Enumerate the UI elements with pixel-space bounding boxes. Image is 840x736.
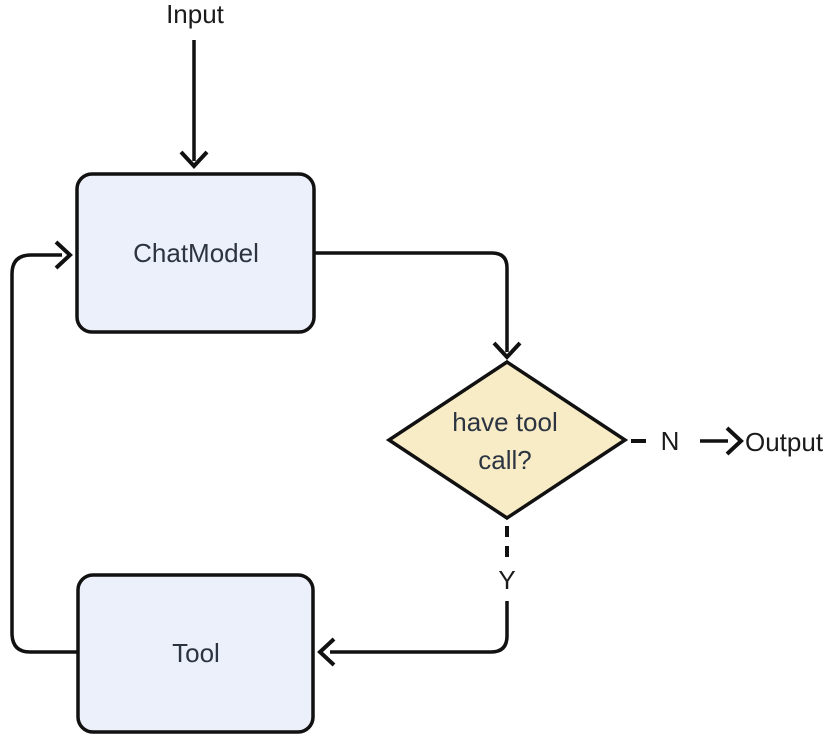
input-arrowhead-icon [179, 150, 209, 169]
output-arrowhead-icon [725, 426, 744, 456]
chatmodel-to-decision-edge [314, 251, 509, 352]
output-label: Output [745, 427, 824, 457]
chatmodel-label: ChatModel [133, 238, 259, 268]
yes-branch-label: Y [498, 565, 515, 595]
decision-arrowhead-icon [492, 341, 522, 360]
tool-label: Tool [172, 638, 220, 668]
tool-arrowhead-icon [317, 637, 336, 667]
input-label: Input [166, 0, 225, 29]
tool-to-chatmodel-loop-edge [10, 253, 78, 654]
decision-label-line1: have tool [452, 407, 558, 437]
yes-edge-connector [330, 601, 509, 654]
no-branch-label: N [661, 426, 680, 456]
loop-arrowhead-icon [54, 240, 73, 270]
decision-label-line2: call? [478, 445, 531, 475]
decision-node [385, 359, 629, 521]
